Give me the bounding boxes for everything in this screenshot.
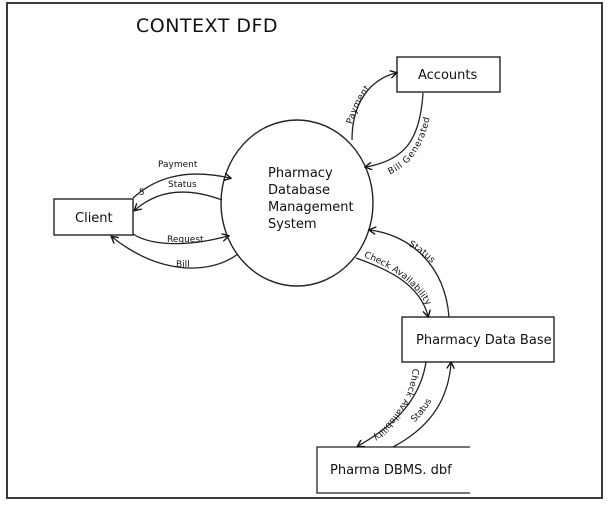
flow-accounts-bill-generated-text: Bill Generated bbox=[387, 116, 433, 177]
flow-db-check-availability bbox=[355, 257, 428, 316]
flow-store-check-availability-label: Check Availability bbox=[370, 368, 420, 443]
data-store-label: Pharma DBMS. dbf bbox=[330, 463, 452, 478]
diagram-frame bbox=[6, 2, 603, 499]
flow-accounts-payment-label: Payment bbox=[345, 84, 372, 126]
entity-pharmacy-data-base[interactable] bbox=[401, 316, 555, 363]
flow-store-check-availability-text: Check Availability bbox=[370, 368, 420, 443]
flow-client-request-label: Request bbox=[167, 235, 204, 245]
entity-client[interactable] bbox=[53, 198, 134, 236]
flow-client-status-label: Status bbox=[168, 180, 197, 190]
diagram-title: CONTEXT DFD bbox=[136, 15, 278, 37]
flow-store-status-label: Status bbox=[410, 397, 435, 425]
flow-db-status bbox=[370, 230, 450, 318]
flow-client-bill-label: Bill bbox=[176, 260, 190, 270]
process-label-line-4: System bbox=[268, 217, 316, 232]
flow-db-check-availability-text: Check Availability bbox=[363, 250, 434, 307]
flow-store-check-availability bbox=[358, 361, 427, 446]
flow-db-status-label: Status bbox=[407, 239, 437, 265]
flow-accounts-bill-generated bbox=[366, 92, 424, 167]
process-label-line-2: Database bbox=[268, 183, 330, 198]
flow-accounts-bill-generated-label: Bill Generated bbox=[387, 116, 433, 177]
flow-accounts-payment-text: Payment bbox=[345, 84, 372, 126]
flow-client-payment bbox=[132, 174, 230, 199]
flow-db-check-availability-label: Check Availability bbox=[363, 250, 434, 307]
flow-db-status-text: Status bbox=[407, 239, 437, 265]
flow-store-status bbox=[392, 363, 451, 448]
process-label: Pharmacy Database Management System bbox=[268, 166, 358, 232]
flow-client-request bbox=[132, 234, 228, 245]
entity-client-label: Client bbox=[75, 211, 113, 226]
flow-store-status-text: Status bbox=[410, 397, 435, 425]
process-pharmacy-dbms[interactable] bbox=[220, 119, 374, 287]
process-label-line-1: Pharmacy bbox=[268, 166, 333, 181]
flow-client-bill bbox=[112, 237, 239, 269]
entity-accounts[interactable] bbox=[396, 56, 501, 93]
flow-client-note: .5 bbox=[136, 188, 145, 198]
process-label-line-3: Management bbox=[268, 200, 354, 215]
flow-accounts-payment bbox=[351, 73, 396, 141]
flow-client-status bbox=[135, 191, 223, 210]
entity-pharmacy-data-base-label: Pharmacy Data Base bbox=[416, 333, 552, 348]
entity-accounts-label: Accounts bbox=[418, 68, 477, 83]
flow-client-payment-label: Payment bbox=[158, 160, 198, 170]
